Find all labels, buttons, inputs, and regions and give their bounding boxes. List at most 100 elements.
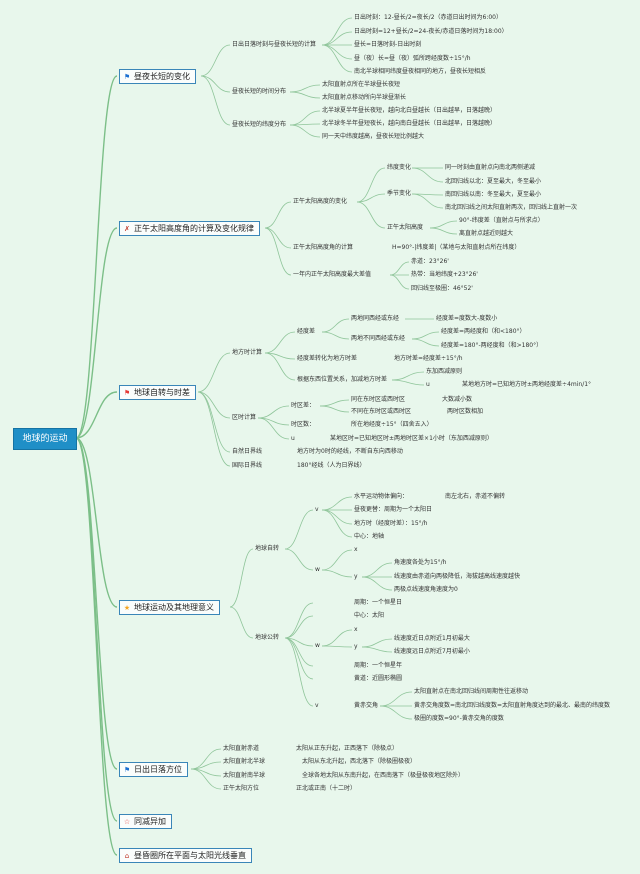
topic-subtract-add[interactable]: ☆同减异加	[119, 814, 172, 829]
node-label[interactable]: 太阳直射点所在半球昼长夜短	[322, 81, 401, 88]
node-label[interactable]: 南回归线以南：冬至最大，夏至最小	[445, 191, 542, 198]
node-label[interactable]: x	[354, 546, 358, 553]
node-label[interactable]: 时区数：	[291, 421, 316, 428]
node-label[interactable]: 线速度近日点附近1月初最大	[394, 635, 470, 642]
node-label[interactable]: 季节变化	[387, 190, 412, 197]
node-label[interactable]: 太阳从正东升起，正西落下（除极点）	[296, 745, 399, 752]
node-label[interactable]: 两时区数相加	[447, 408, 484, 415]
node-label[interactable]: 地球公转	[255, 634, 280, 641]
node-label[interactable]: 两地不同西经或东经	[351, 335, 406, 342]
node-label[interactable]: 正北或正南（十二时）	[296, 785, 357, 792]
node-label[interactable]: 地球自转	[255, 545, 280, 552]
node-label[interactable]: 区时计算	[232, 414, 257, 421]
node-label[interactable]: 全球各地太阳从东南升起，在西南落下（极昼极夜地区除外）	[302, 772, 465, 779]
node-label[interactable]: 正午太阳高度	[387, 224, 424, 231]
node-label[interactable]: 北半球冬半年昼短夜长，越向南白昼越长（日出越早，日落越晚）	[322, 120, 497, 127]
node-label[interactable]: 某地地方时=已知地方时±两地经度差÷4min/1°	[462, 381, 592, 388]
node-label[interactable]: 中心：地轴	[354, 533, 385, 540]
node-label[interactable]: 南左北右，赤道不偏转	[445, 493, 506, 500]
node-label[interactable]: 东加西减原则	[426, 368, 463, 375]
node-label[interactable]: 纬度变化	[387, 164, 412, 171]
node-label[interactable]: 日出日落时刻与昼夜长短的计算	[232, 41, 317, 48]
node-label[interactable]: H=90°-|纬度差|（某地与太阳直射点所在纬度）	[392, 244, 521, 251]
node-label[interactable]: 黄赤交角度数=南北回归线度数=太阳直射角度达到的最北、最南的纬度数	[414, 702, 611, 709]
node-label[interactable]: 同一时刻由直射点向南北两侧递减	[445, 164, 536, 171]
node-label[interactable]: 180°经线（人为日界线）	[297, 462, 366, 469]
node-label[interactable]: 线速度由赤道向两极降低，海拔越高线速度越快	[394, 573, 521, 580]
node-label[interactable]: 自然日界线	[232, 448, 263, 455]
node-label[interactable]: w	[315, 566, 320, 573]
node-label[interactable]: 昼长=日落时刻-日出时刻	[354, 41, 422, 48]
node-label[interactable]: 同在东时区或西时区	[351, 396, 406, 403]
node-label[interactable]: 南北回归线之间太阳直射两次，回归线上直射一次	[445, 204, 578, 211]
node-label[interactable]: 周期：一个恒星年	[354, 662, 403, 669]
node-label[interactable]: 经度差	[297, 328, 316, 335]
node-label[interactable]: v	[315, 506, 319, 513]
node-label[interactable]: 周期：一个恒星日	[354, 599, 403, 606]
topic-earth-motion[interactable]: ★地球运动及其地理意义	[119, 600, 220, 615]
node-label[interactable]: 昼夜更替：周期为一个太阳日	[354, 506, 433, 513]
node-label[interactable]: 所在地经度÷15°（四舍五入）	[351, 421, 433, 428]
node-label[interactable]: 经度差转化为地方时差	[297, 355, 358, 362]
node-label[interactable]: u	[426, 381, 430, 388]
node-label[interactable]: 水平运动物体偏向：	[354, 493, 409, 500]
node-label[interactable]: 黄赤交角	[354, 702, 379, 709]
node-label[interactable]: 太阳直射南半球	[223, 772, 266, 779]
node-label[interactable]: 国际日界线	[232, 462, 263, 469]
node-label[interactable]: 两极点线速度角速度为0	[394, 586, 458, 593]
node-label[interactable]: 北半球夏半年昼长夜短，越向北白昼越长（日出越早，日落越晚）	[322, 107, 497, 114]
node-label[interactable]: 热带：当地纬度+23°26'	[411, 271, 478, 278]
node-label[interactable]: 角速度各处为15°/h	[394, 559, 447, 566]
node-label[interactable]: 地方时（经度时差）：15°/h	[354, 520, 428, 527]
node-label[interactable]: 正午太阳方位	[223, 785, 260, 792]
node-label[interactable]: 昼夜长短的纬度分布	[232, 121, 287, 128]
node-label[interactable]: 地方时计算	[232, 349, 263, 356]
node-label[interactable]: y	[354, 573, 358, 580]
node-label[interactable]: 赤道：23°26'	[411, 258, 449, 265]
node-label[interactable]: 两地同西经或东经	[351, 315, 400, 322]
node-label[interactable]: 北回归线以北：夏至最大，冬至最小	[445, 178, 542, 185]
node-label[interactable]: w	[315, 642, 320, 649]
node-label[interactable]: v	[315, 702, 319, 709]
node-label[interactable]: x	[354, 626, 358, 633]
node-label[interactable]: 经度差=度数大-度数小	[436, 315, 498, 322]
node-label[interactable]: 线速度远日点附近7月初最小	[394, 648, 470, 655]
node-label[interactable]: 太阳从东北升起，西北落下（除极圈极夜）	[302, 758, 417, 765]
node-label[interactable]: 大数减小数	[442, 396, 473, 403]
node-label[interactable]: 不同在东时区或西时区	[351, 408, 412, 415]
node-label[interactable]: 离直射点越近则越大	[459, 230, 514, 237]
node-label[interactable]: 正午太阳高度角的计算	[293, 244, 354, 251]
node-label[interactable]: 南北半球相同纬度昼夜相同的地方，昼夜长短相反	[354, 68, 487, 75]
topic-day-length[interactable]: ⚑昼夜长短的变化	[119, 69, 196, 84]
node-label[interactable]: u	[291, 435, 295, 442]
node-label[interactable]: 地方时差=经度差÷15°/h	[394, 355, 463, 362]
node-label[interactable]: 昼夜长短的时间分布	[232, 88, 287, 95]
node-label[interactable]: 黄道：近圆形椭圆	[354, 675, 403, 682]
node-label[interactable]: 回归线至极圈：46°52'	[411, 285, 473, 292]
node-label[interactable]: 太阳直射赤道	[223, 745, 260, 752]
node-label[interactable]: 太阳直射点移动所向半球昼渐长	[322, 94, 407, 101]
node-label[interactable]: 太阳直射北半球	[223, 758, 266, 765]
node-label[interactable]: 地方时为0时的经线，不断自东向西移动	[297, 448, 403, 455]
root-topic[interactable]: 地球的运动	[13, 428, 77, 450]
node-label[interactable]: 根据东西位置关系，加减地方时差	[297, 376, 388, 383]
node-label[interactable]: 时区差：	[291, 402, 316, 409]
node-label[interactable]: 日出时刻=12+昼长/2=24-夜长/赤道日落时间为18:00）	[354, 28, 508, 35]
node-label[interactable]: 日出时刻：12-昼长/2=夜长/2（赤道日出时间为6:00）	[354, 14, 502, 21]
topic-rotation-time[interactable]: ⚑地球自转与时差	[119, 385, 196, 400]
node-label[interactable]: y	[354, 643, 358, 650]
node-label[interactable]: 经度差=两经度和（和<180°）	[441, 328, 526, 335]
node-label[interactable]: 极圈的度数=90°-黄赤交角的度数	[414, 715, 504, 722]
node-label[interactable]: 正午太阳高度的变化	[293, 198, 348, 205]
node-label[interactable]: 太阳直射点在南北回归线间周期性往返移动	[414, 688, 529, 695]
node-label[interactable]: 同一天中纬度越高，昼夜长短比例越大	[322, 133, 425, 140]
topic-sunrise-azimuth[interactable]: ⚑日出日落方位	[119, 762, 188, 777]
node-label[interactable]: 经度差=180°-两经度和（和>180°）	[441, 342, 543, 349]
topic-noon-sun-height[interactable]: ✗正午太阳高度角的计算及变化规律	[119, 221, 260, 236]
node-label[interactable]: 昼（夜）长=昼（夜）弧所跨经度数÷15°/h	[354, 55, 471, 62]
node-label[interactable]: 某地区时=已知地区时±两地时区差×1小时（东加西减原则）	[330, 435, 493, 442]
node-label[interactable]: 一年内正午太阳高度最大差值	[293, 271, 372, 278]
topic-terminator-plane[interactable]: ⌂昼昏圈所在平面与太阳光线垂直	[119, 848, 252, 863]
node-label[interactable]: 中心：太阳	[354, 612, 385, 619]
node-label[interactable]: 90°-纬度差（直射点与所求点）	[459, 217, 544, 224]
